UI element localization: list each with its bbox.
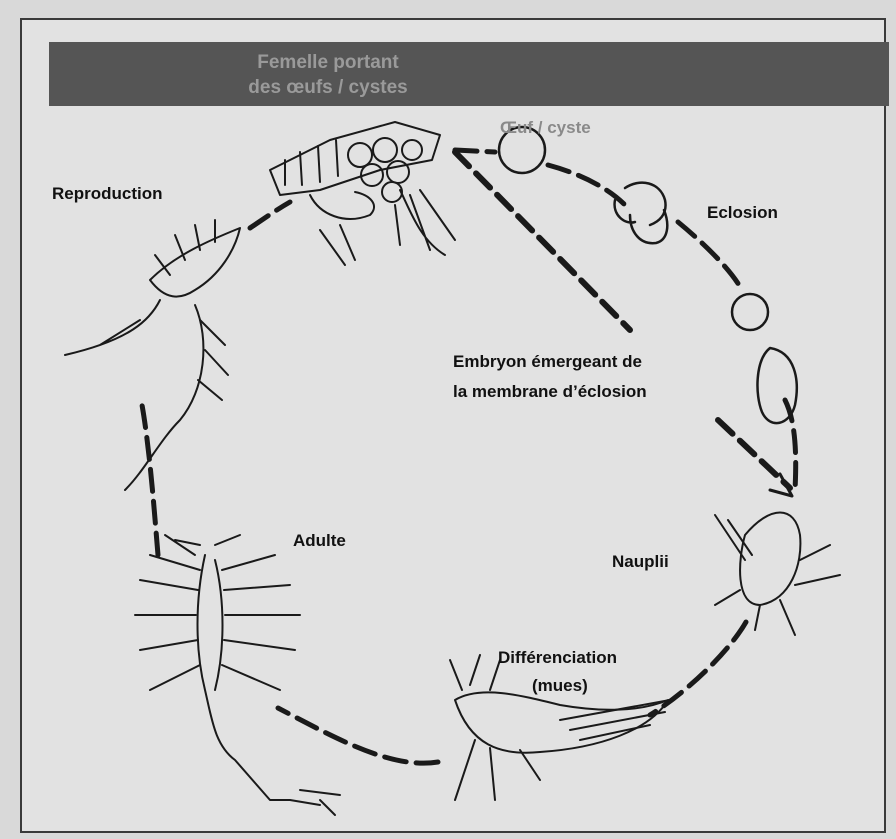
banner-label-line1: Femelle portant <box>208 52 448 74</box>
embryo-label-line2: la membrane d’éclosion <box>453 382 647 402</box>
adult-drawing <box>135 535 340 815</box>
differentiation-label-line1: Différenciation <box>498 648 617 668</box>
hatching-label: Eclosion <box>707 203 778 223</box>
embryo-label-line1: Embryon émergeant de <box>453 352 642 372</box>
reproduction-drawing <box>65 220 240 490</box>
female-carrying-cysts-drawing <box>270 122 455 265</box>
hatching-drawing <box>615 183 668 244</box>
adult-label: Adulte <box>293 531 346 551</box>
nauplii-label: Nauplii <box>612 552 669 572</box>
reproduction-label: Reproduction <box>52 184 163 204</box>
banner-label-line2: des œufs / cystes <box>208 77 448 99</box>
egg-cyst-label: Œuf / cyste <box>500 118 591 138</box>
cycle-arrows <box>142 150 796 763</box>
nauplii-drawing <box>715 513 840 636</box>
differentiation-label-line2: (mues) <box>532 676 588 696</box>
